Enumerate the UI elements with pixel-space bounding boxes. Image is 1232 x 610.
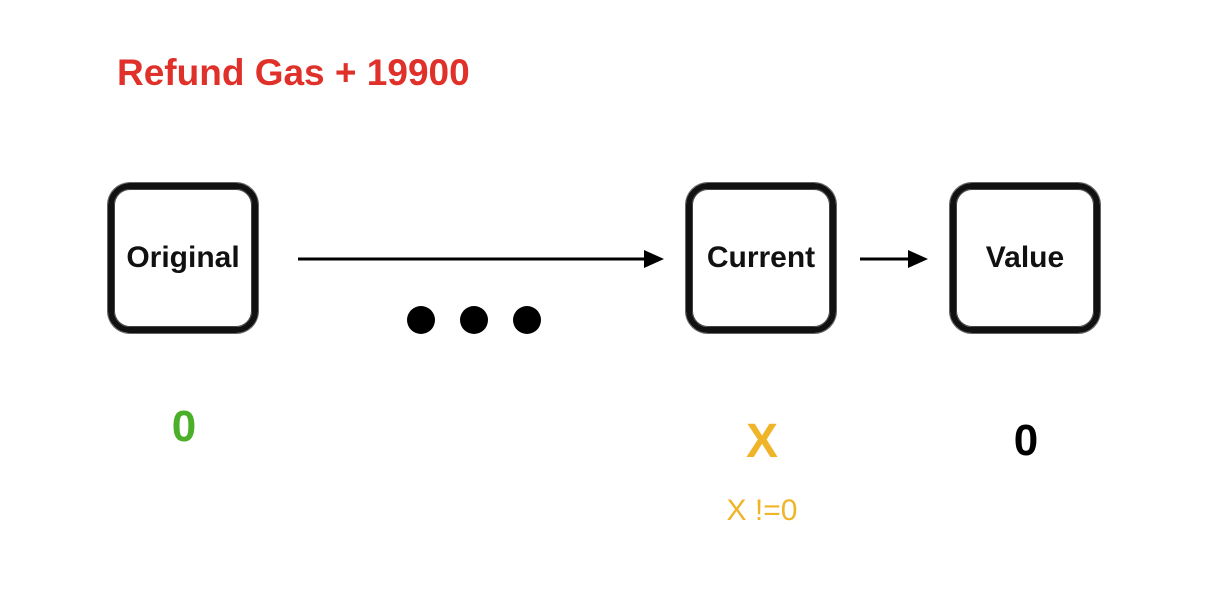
current-box-label: Current (706, 241, 816, 274)
value-box-label: Value (985, 241, 1065, 274)
original-box-label: Original (126, 241, 240, 274)
arrow-current-to-value (860, 250, 928, 268)
diagram-title: Refund Gas + 19900 (117, 52, 470, 93)
original-box: Original (108, 183, 258, 333)
current-value: X (745, 415, 778, 468)
ellipsis-dot (460, 306, 488, 334)
current-condition: X !=0 (726, 494, 798, 527)
original-value: 0 (171, 402, 197, 451)
ellipsis-dot (513, 306, 541, 334)
value-value: 0 (1013, 416, 1039, 465)
arrow-original-to-current (298, 250, 664, 268)
ellipsis-dot (407, 306, 435, 334)
current-box: Current (686, 183, 836, 333)
value-box: Value (950, 183, 1100, 333)
